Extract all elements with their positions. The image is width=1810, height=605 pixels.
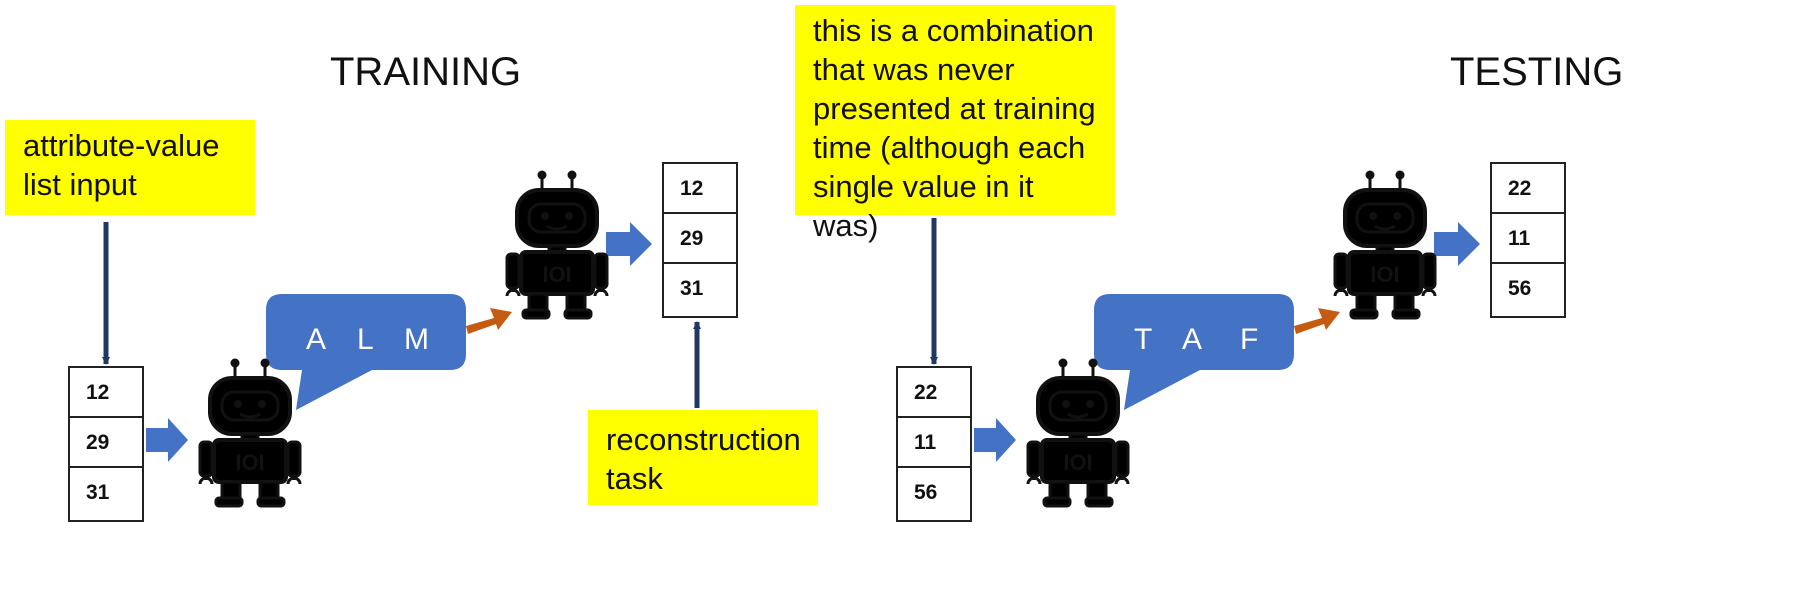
list-item: 31: [86, 481, 110, 504]
list-item: 29: [70, 418, 142, 468]
list-item: 12: [664, 164, 736, 214]
message-symbol: M: [404, 323, 429, 356]
testing-title: TESTING: [1450, 50, 1624, 94]
training-list-to-speaker-arrow: [146, 418, 188, 462]
reconstruction-task-note: reconstruction task: [588, 410, 818, 505]
training-title: TRAINING: [330, 50, 522, 94]
testing-message-bubble: [1094, 294, 1294, 410]
list-item: 22: [1492, 164, 1564, 214]
training-message-arrow: [466, 308, 512, 334]
testing-list-to-speaker-arrow: [974, 418, 1016, 462]
training-message-bubble: [266, 294, 466, 410]
training-output-list: 12 29 31: [662, 162, 738, 318]
list-item: 11: [1492, 214, 1564, 264]
list-item: 11: [898, 418, 970, 468]
testing-message-arrow: [1294, 308, 1340, 334]
list-item: 56: [914, 481, 938, 504]
list-item: 29: [664, 214, 736, 264]
testing-speaker-robot-icon: [1026, 356, 1130, 508]
list-item: 31: [680, 277, 704, 300]
list-item: 12: [70, 368, 142, 418]
training-speaker-robot-icon: [198, 356, 302, 508]
training-input-note: attribute-value list input: [5, 120, 255, 215]
list-item: 22: [898, 368, 970, 418]
list-item: 56: [1508, 277, 1532, 300]
testing-output-list: 22 11 56: [1490, 162, 1566, 318]
testing-combination-note: this is a combination that was never pre…: [795, 5, 1115, 243]
message-symbol: L: [357, 323, 374, 356]
testing-listener-robot-icon: [1333, 168, 1437, 320]
training-listener-robot-icon: [505, 168, 609, 320]
training-listener-to-output-arrow: [606, 222, 652, 266]
message-symbol: T: [1134, 323, 1152, 356]
message-symbol: F: [1240, 323, 1258, 356]
message-symbol: A: [1182, 323, 1202, 356]
message-symbol: A: [306, 323, 326, 356]
testing-input-list: 22 11 56: [896, 366, 972, 522]
training-input-list: 12 29 31: [68, 366, 144, 522]
testing-listener-to-output-arrow: [1434, 222, 1480, 266]
